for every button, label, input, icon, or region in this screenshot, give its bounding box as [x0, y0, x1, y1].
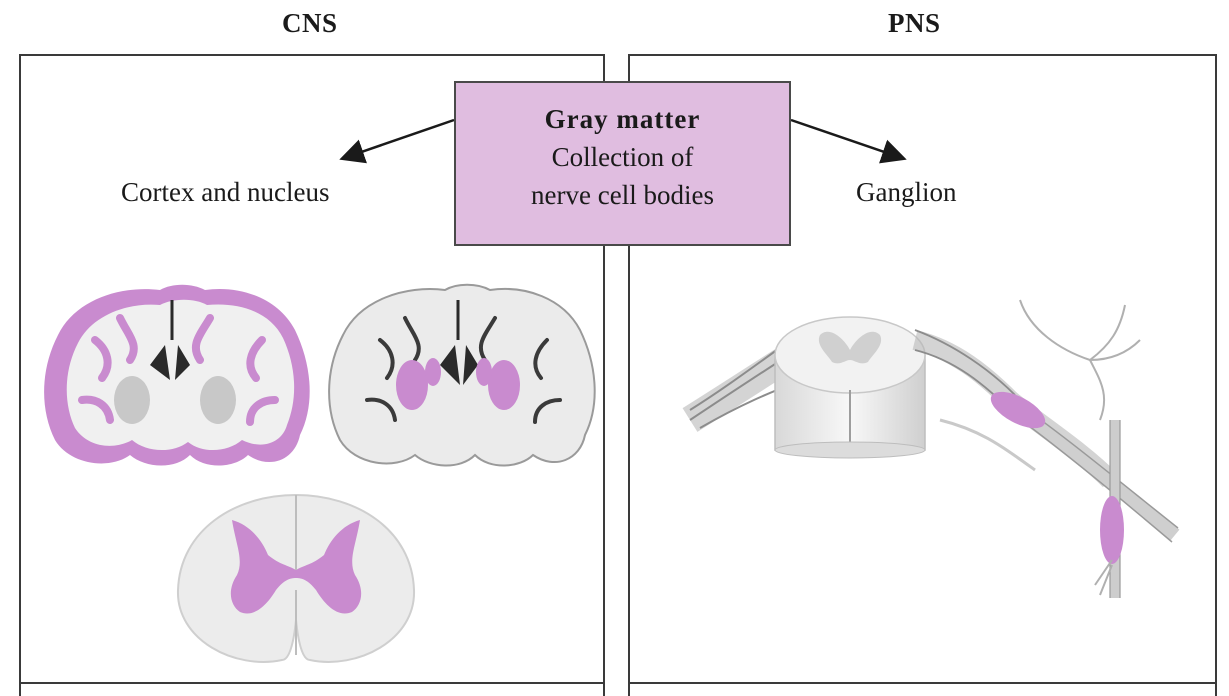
arrow-to-pns	[790, 118, 907, 164]
callout-title: Gray matter	[544, 104, 701, 134]
ganglion-label: Ganglion	[856, 177, 957, 207]
spinal-cord-ganglion-illustration	[682, 299, 1180, 598]
spinal-cord-cross-section-illustration	[176, 493, 416, 663]
cns-heading: CNS	[282, 8, 338, 38]
brain-nucleus-illustration	[328, 283, 596, 467]
callout-line-1: Collection of	[551, 142, 694, 172]
brain-cortex-illustration	[44, 284, 310, 466]
pns-heading: PNS	[888, 8, 941, 38]
callout-line-2: nerve cell bodies	[531, 180, 714, 210]
cortex-and-nucleus-label: Cortex and nucleus	[121, 177, 330, 207]
arrow-to-cns	[339, 118, 455, 164]
gray-matter-callout: Gray matter Collection of nerve cell bod…	[454, 81, 791, 246]
